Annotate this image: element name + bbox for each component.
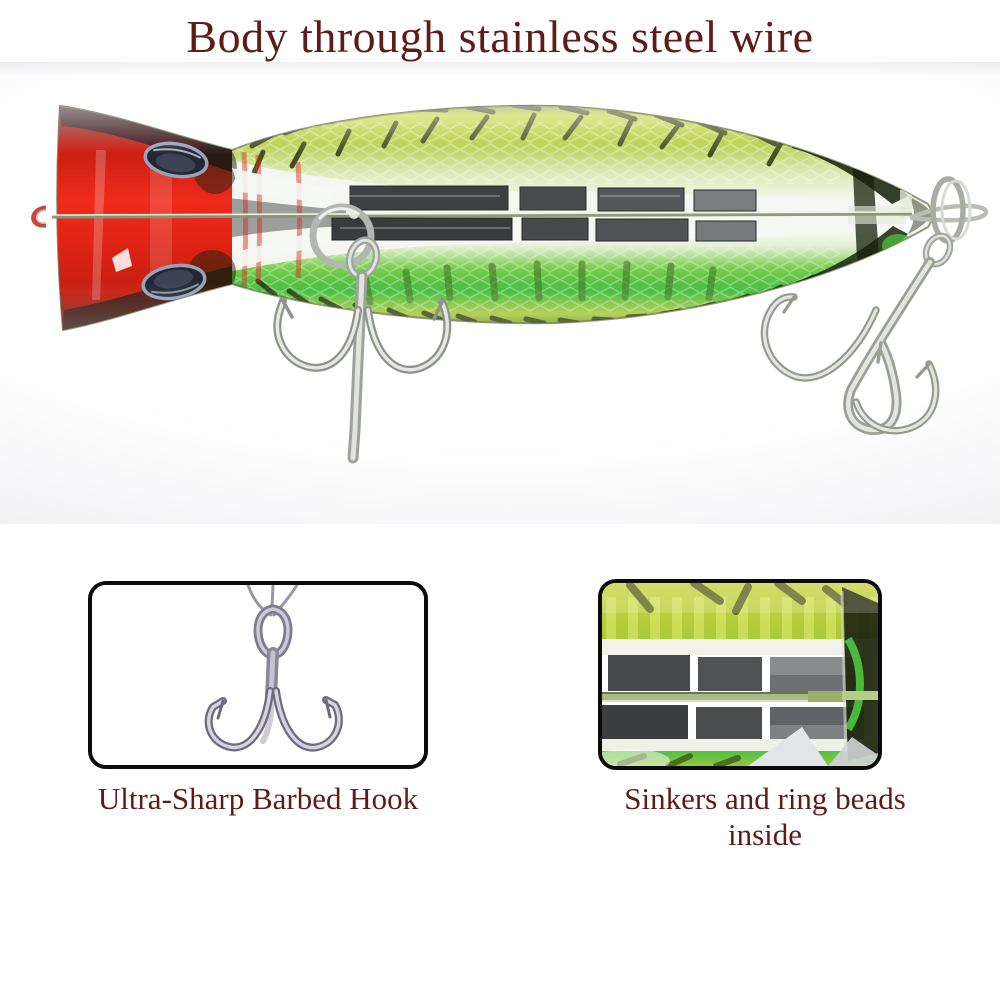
closeup-tail-dark — [840, 587, 878, 761]
closeup-wire — [602, 691, 878, 702]
closeup-sinkers-upper — [608, 655, 864, 693]
detail-box-hook — [88, 581, 428, 769]
lure-photo — [31, 104, 989, 464]
belly-split-ring — [309, 203, 375, 269]
detail-box-body — [598, 579, 882, 770]
body-closeup — [602, 583, 878, 766]
caption-hook: Ultra-Sharp Barbed Hook — [97, 781, 419, 816]
closeup-white-stripe-top — [602, 639, 878, 655]
page-title: Body through stainless steel wire — [186, 11, 814, 62]
lure-body — [56, 104, 933, 332]
treble-hook-closeup — [92, 585, 424, 765]
rear-treble-hook — [760, 176, 989, 435]
gloss-overlay — [57, 105, 932, 330]
belly-treble-hook — [273, 203, 452, 464]
closeup-top-band — [602, 583, 878, 641]
caption-sinkers: Sinkers and ring beads inside — [624, 781, 906, 852]
tail-wire-loop — [909, 203, 989, 223]
stainless-wire — [31, 205, 913, 228]
closeup-hook-glare — [748, 727, 878, 766]
nose-wire-loop — [31, 205, 47, 228]
closeup-sinkers-lower — [602, 705, 864, 741]
